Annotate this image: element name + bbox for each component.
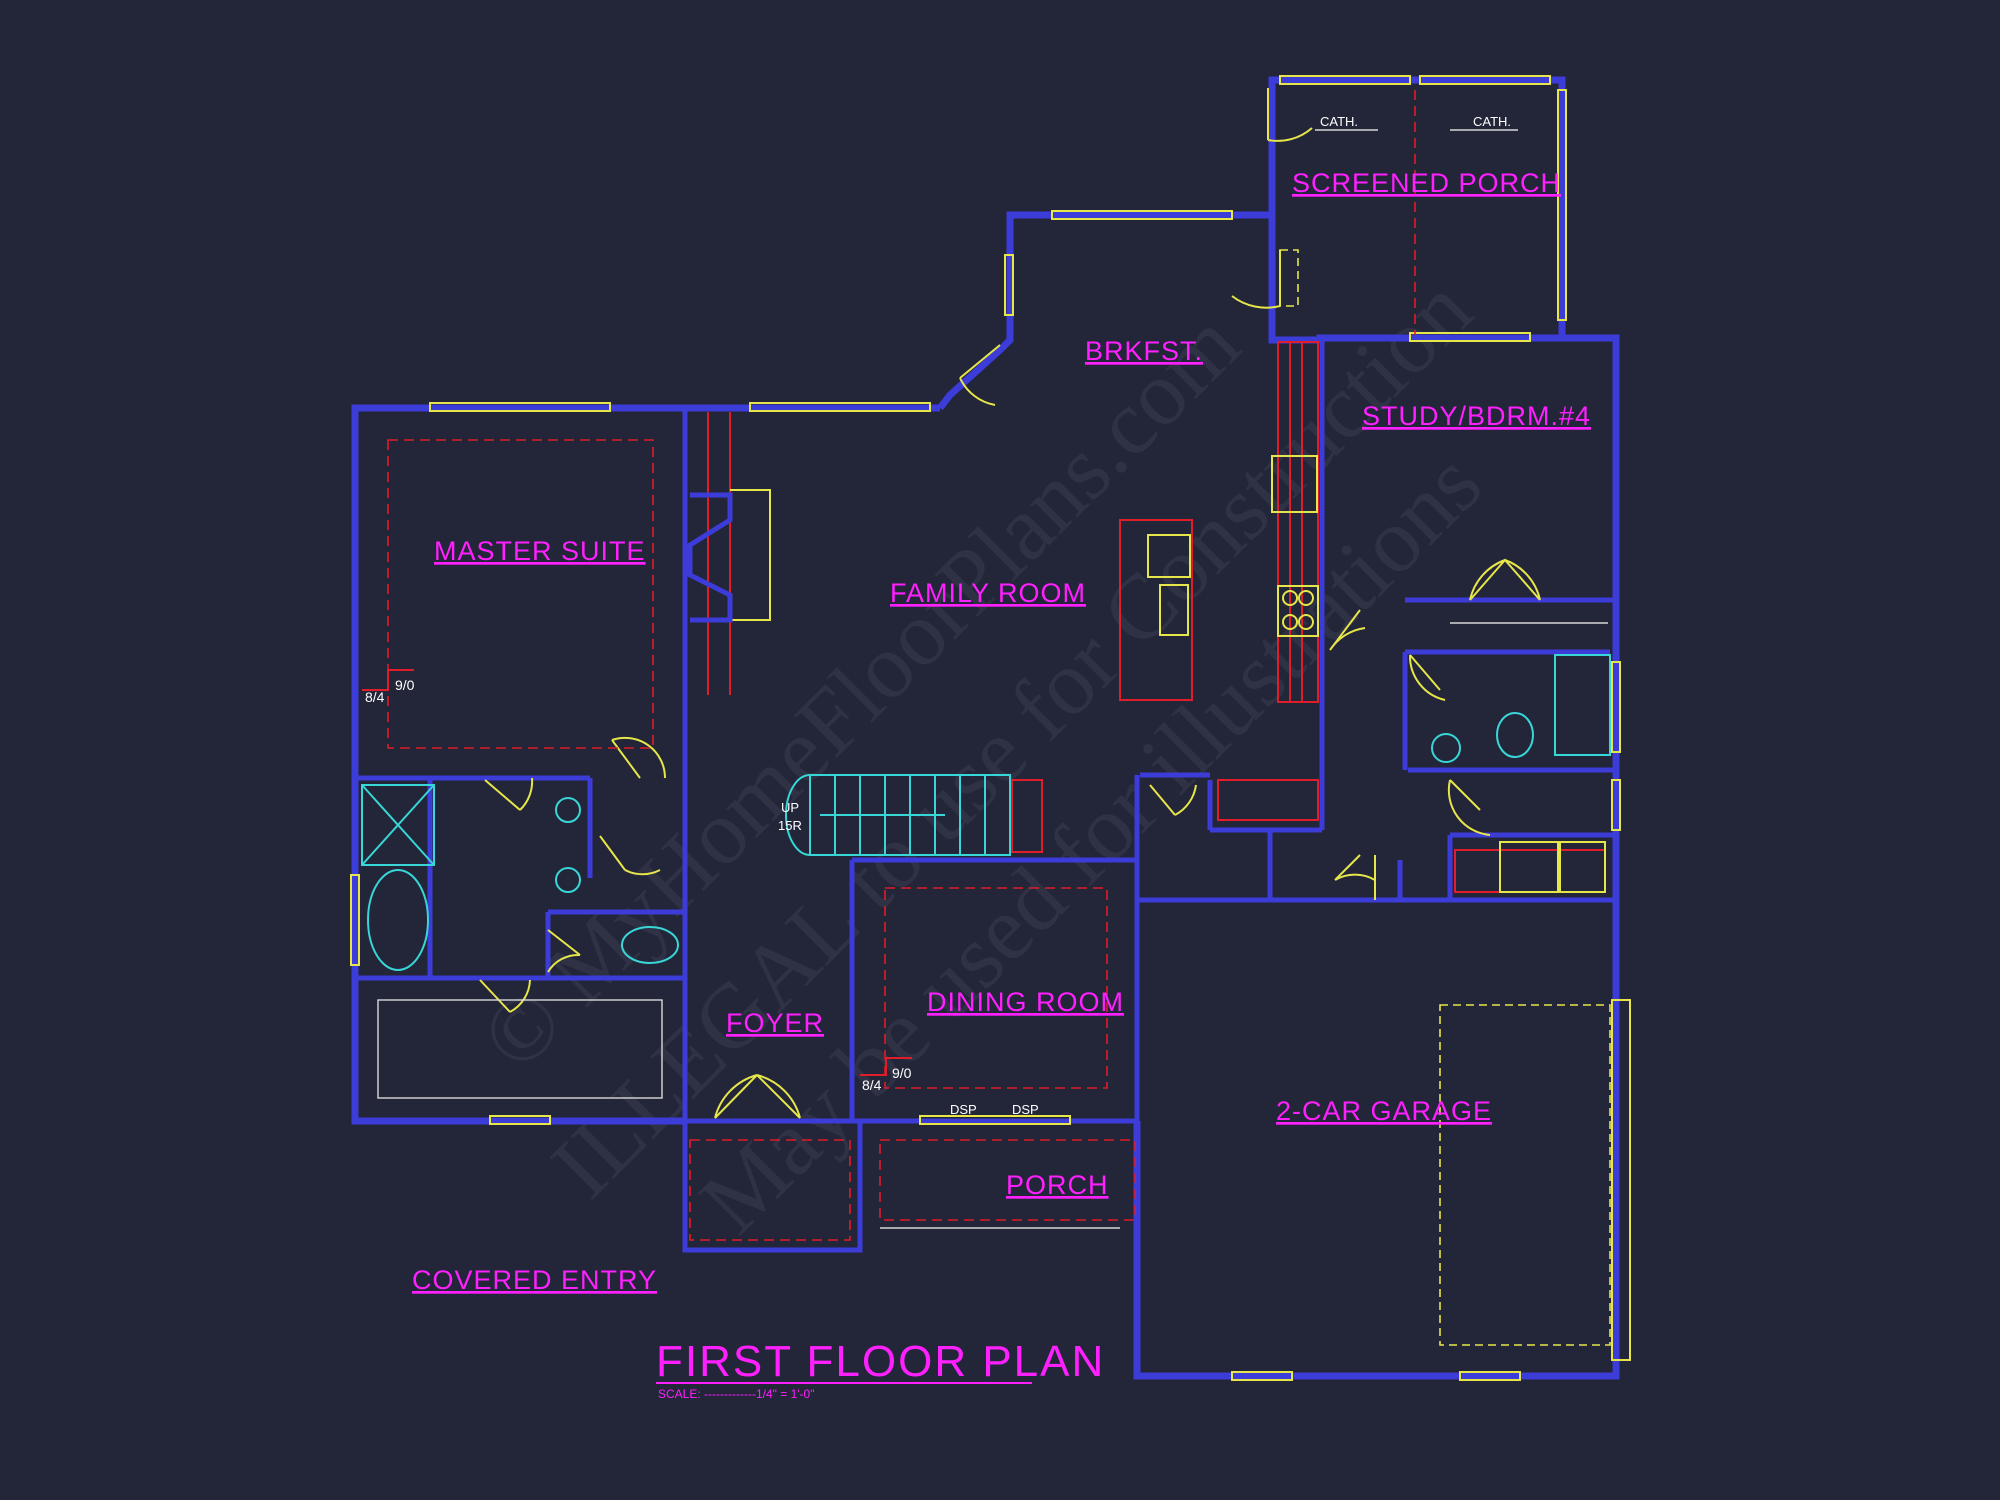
label-porch: PORCH [1006, 1170, 1109, 1200]
appliances [377, 455, 1611, 1346]
note-cath-right: CATH. [1473, 114, 1511, 129]
note-stair-up: UP [781, 800, 799, 815]
label-family-room: FAMILY ROOM [890, 578, 1086, 608]
label-screened-porch: SCREENED PORCH [1292, 168, 1561, 198]
note-cath-left: CATH. [1320, 114, 1358, 129]
plan-notes: CATH. CATH. UP 15R 8/4 9/0 8/4 9/0 DSP D… [362, 114, 1518, 1117]
room-labels: SCREENED PORCH BRKFST. STUDY/BDRM.#4 MAS… [412, 168, 1591, 1295]
label-dining-room: DINING ROOM [927, 987, 1124, 1017]
label-covered-entry: COVERED ENTRY [412, 1265, 657, 1295]
watermark-line-2: ILLEGAL to use for Construction [532, 258, 1491, 1217]
note-dining-ceiling-low: 8/4 [862, 1077, 882, 1093]
note-dsp-right: DSP [1012, 1102, 1039, 1117]
fixtures [361, 654, 1611, 971]
exterior-walls [351, 76, 1620, 1380]
label-foyer: FOYER [726, 1008, 824, 1038]
note-dining-ceiling-high: 9/0 [892, 1065, 912, 1081]
ceiling-outlines [387, 90, 1606, 1241]
label-brkfst: BRKFST. [1085, 336, 1203, 366]
note-master-ceiling-high: 9/0 [395, 677, 415, 693]
title-block: FIRST FLOOR PLAN SCALE: -------------1/4… [656, 1337, 1105, 1401]
interior-walls [355, 340, 1616, 1121]
label-garage: 2-CAR GARAGE [1276, 1096, 1492, 1126]
watermark-line-3: May be used for illustrations [680, 432, 1500, 1252]
note-master-ceiling-low: 8/4 [365, 689, 385, 705]
plan-title: FIRST FLOOR PLAN [656, 1337, 1105, 1386]
label-master-suite: MASTER SUITE [434, 536, 646, 566]
doors [479, 88, 1541, 1119]
windows [350, 75, 1631, 1381]
note-stair-risers: 15R [778, 818, 802, 833]
label-study: STUDY/BDRM.#4 [1362, 401, 1591, 431]
note-dsp-left: DSP [950, 1102, 977, 1117]
plan-scale: SCALE: -------------1/4" = 1'-0" [658, 1387, 814, 1401]
